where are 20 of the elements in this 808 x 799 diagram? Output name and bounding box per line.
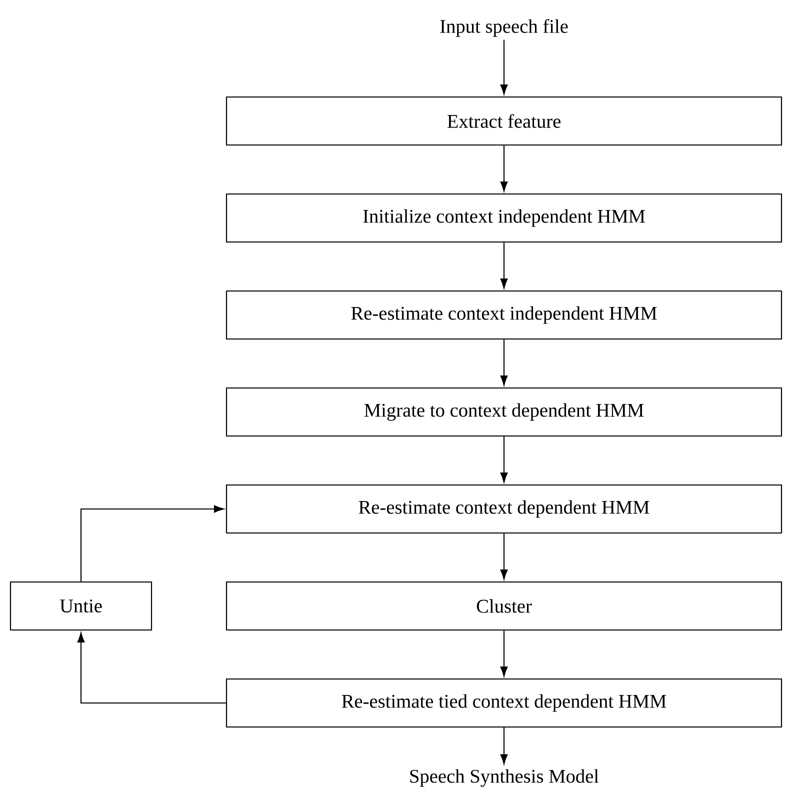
arrow <box>500 630 508 677</box>
arrow <box>500 340 508 386</box>
process-box: Migrate to context dependent HMM <box>226 387 782 437</box>
arrow <box>500 534 508 580</box>
arrow <box>80 505 224 582</box>
arrow <box>500 728 508 764</box>
arrow <box>77 632 226 704</box>
arrow <box>500 436 508 483</box>
process-box: Untie <box>10 581 152 631</box>
terminal-label: Speech Synthesis Model <box>410 769 599 787</box>
arrow <box>500 242 508 289</box>
process-box: Initialize context independent HMM <box>226 193 782 243</box>
process-box: Cluster <box>226 581 782 631</box>
arrow <box>500 40 508 95</box>
process-box: Re-estimate context dependent HMM <box>226 484 782 534</box>
terminal-label: Input speech file <box>440 19 568 37</box>
process-box: Extract feature <box>226 96 782 146</box>
process-box: Re-estimate tied context dependent HMM <box>226 678 782 728</box>
arrow <box>500 146 508 192</box>
process-box: Re-estimate context independent HMM <box>226 290 782 340</box>
